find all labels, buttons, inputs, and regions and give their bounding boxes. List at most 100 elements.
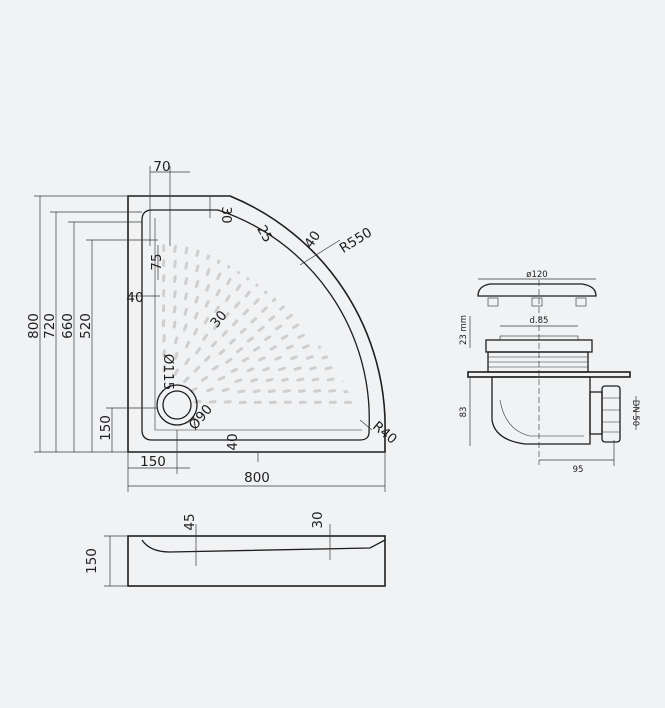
pattern-slot <box>207 222 208 227</box>
pattern-slot <box>186 187 187 192</box>
pattern-slot <box>185 202 186 207</box>
pattern-slot <box>183 292 189 301</box>
pattern-slot <box>374 380 379 381</box>
pattern-slot <box>262 366 271 372</box>
pattern-slot <box>216 272 222 281</box>
pattern-slot <box>237 389 246 394</box>
pattern-slot <box>355 367 356 372</box>
pattern-slot <box>241 356 250 363</box>
pattern-slot <box>217 375 226 381</box>
pattern-slot <box>290 355 298 361</box>
pattern-slot <box>242 308 249 316</box>
tray-inner-outline <box>141 209 370 441</box>
pattern-slot <box>310 296 318 302</box>
pattern-slot <box>328 246 336 254</box>
pattern-slot <box>185 340 191 349</box>
pattern-slot <box>334 346 343 351</box>
pattern-slot <box>340 367 348 372</box>
drain-dim-23: 23 mm <box>459 315 469 345</box>
pattern-slot <box>362 294 366 296</box>
pattern-slot <box>173 236 177 238</box>
dim-30-middle: 30 <box>207 308 230 331</box>
pattern-slot <box>355 282 356 289</box>
pattern-slot <box>296 278 304 285</box>
drain-dim-95: 95 <box>573 465 584 475</box>
pattern-slot <box>184 277 189 285</box>
section-dim-150: 150 <box>84 548 100 574</box>
pattern-slot <box>343 389 352 394</box>
pattern-slot <box>195 347 202 355</box>
pattern-slot <box>212 322 219 330</box>
pattern-slot <box>206 387 214 393</box>
pattern-slot <box>236 347 244 354</box>
pattern-slot <box>297 218 300 222</box>
pattern-slot <box>367 304 372 306</box>
dim-720: 720 <box>42 313 58 339</box>
pattern-slot <box>289 270 296 277</box>
dim-660: 660 <box>60 313 76 339</box>
pattern-slot <box>218 179 219 184</box>
pattern-slot <box>269 345 277 351</box>
pattern-slot <box>229 182 231 187</box>
pattern-slot <box>254 242 261 250</box>
pattern-slot <box>346 334 355 340</box>
pattern-slot <box>207 207 208 212</box>
pattern-slot <box>196 204 197 209</box>
pattern-slot <box>250 378 258 383</box>
dim-phi115: Ø115 <box>160 354 176 390</box>
pattern-slot <box>234 301 241 309</box>
pattern-slot <box>204 355 211 362</box>
pattern-slot <box>225 294 231 302</box>
section-dimension-lines <box>104 524 331 587</box>
dim-r40: R40 <box>369 418 400 447</box>
pattern-slot <box>193 365 201 373</box>
pattern-slot <box>349 273 356 280</box>
tray-inner-rim <box>154 218 362 431</box>
pattern-slot <box>261 306 268 313</box>
pattern-slot <box>196 220 197 225</box>
pattern-slot <box>226 277 232 286</box>
pattern-slot <box>214 305 220 313</box>
pattern-slot <box>235 236 241 240</box>
pattern-slot <box>255 280 262 287</box>
pattern-slot <box>372 315 377 317</box>
pattern-slot <box>326 377 335 382</box>
pattern-slot <box>183 376 190 383</box>
pattern-slot <box>197 174 198 179</box>
pattern-slot <box>383 347 388 348</box>
dim-800-horizontal: 800 <box>244 470 270 486</box>
pattern-slot <box>370 358 375 359</box>
pattern-slot <box>269 200 271 204</box>
pattern-slot <box>337 356 346 361</box>
pattern-slot <box>257 262 263 270</box>
pattern-slot <box>184 261 189 270</box>
dim-30-top: 30 <box>218 206 234 223</box>
pattern-slot <box>217 225 219 230</box>
plan-vertical-dimension-lines <box>34 166 386 492</box>
dim-150-horizontal: 150 <box>140 454 166 470</box>
pattern-slot <box>173 352 179 360</box>
pattern-slot <box>350 345 356 351</box>
pattern-slot <box>302 344 310 350</box>
pattern-slot <box>289 293 297 301</box>
pattern-slot <box>211 364 219 371</box>
pattern-slot <box>193 328 199 336</box>
pattern-slot <box>342 324 351 330</box>
pattern-slot <box>330 335 339 341</box>
pattern-slot <box>249 206 251 211</box>
pattern-slot <box>247 255 254 263</box>
pattern-slot <box>309 366 317 371</box>
pattern-slot <box>239 186 241 191</box>
pattern-slot <box>317 344 326 349</box>
drain-dim-dn50: DN 50 <box>630 400 640 426</box>
pattern-slot <box>264 335 272 341</box>
pattern-slot <box>380 336 385 338</box>
pattern-slot <box>313 389 322 393</box>
pattern-slot <box>216 256 222 264</box>
pattern-slot <box>186 172 187 177</box>
pattern-slot <box>201 375 209 382</box>
pattern-slot <box>221 387 230 392</box>
pattern-slot <box>335 255 343 262</box>
pattern-slot <box>321 355 330 360</box>
pattern-slot <box>296 303 304 309</box>
